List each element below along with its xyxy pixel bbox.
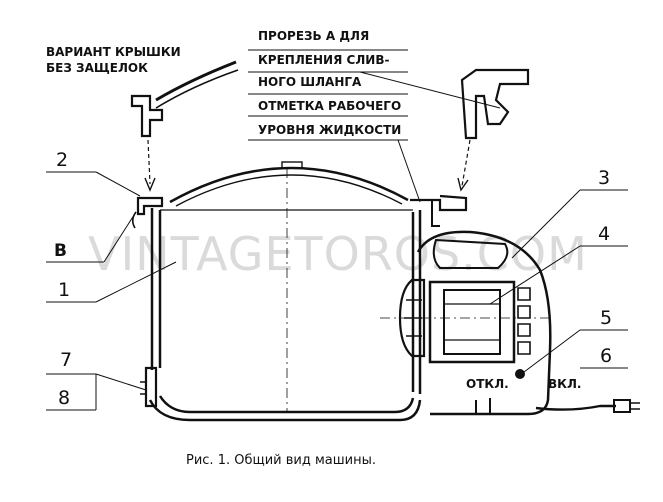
lid [131, 161, 468, 229]
note-slot-2: КРЕПЛЕНИЯ СЛИВ- [258, 53, 389, 67]
leader-lines [46, 49, 628, 411]
tub-body [148, 208, 422, 422]
callout-4: 4 [598, 223, 610, 245]
lid-variant-detail [130, 60, 239, 192]
note-level-1: ОТМЕТКА РАБОЧЕГО [258, 99, 401, 113]
callout-1: 1 [58, 279, 70, 301]
callout-6: 6 [600, 345, 612, 367]
switch-off-label: ОТКЛ. [466, 377, 509, 391]
note-lid-variant-1: ВАРИАНТ КРЫШКИ [46, 45, 181, 59]
note-level-2: УРОВНЯ ЖИДКОСТИ [258, 123, 401, 137]
callout-5: 5 [600, 307, 612, 329]
watermark: VINTAGETOROS.COM [88, 227, 588, 281]
note-lid-variant-2: БЕЗ ЗАЩЕЛОК [46, 61, 148, 75]
slot-detail [457, 68, 530, 192]
note-slot-3: НОГО ШЛАНГА [258, 75, 362, 89]
callout-3: 3 [598, 167, 610, 189]
callout-7: 7 [60, 349, 72, 371]
figure-caption: Рис. 1. Общий вид машины. [186, 453, 376, 468]
callout-B: В [54, 241, 67, 261]
motor-housing [398, 230, 640, 416]
switch-on-label: ВКЛ. [548, 377, 581, 391]
callout-2: 2 [56, 149, 68, 171]
callout-8: 8 [58, 387, 70, 409]
drain-outlet [140, 366, 158, 408]
note-slot-1: ПРОРЕЗЬ А ДЛЯ [258, 29, 369, 43]
